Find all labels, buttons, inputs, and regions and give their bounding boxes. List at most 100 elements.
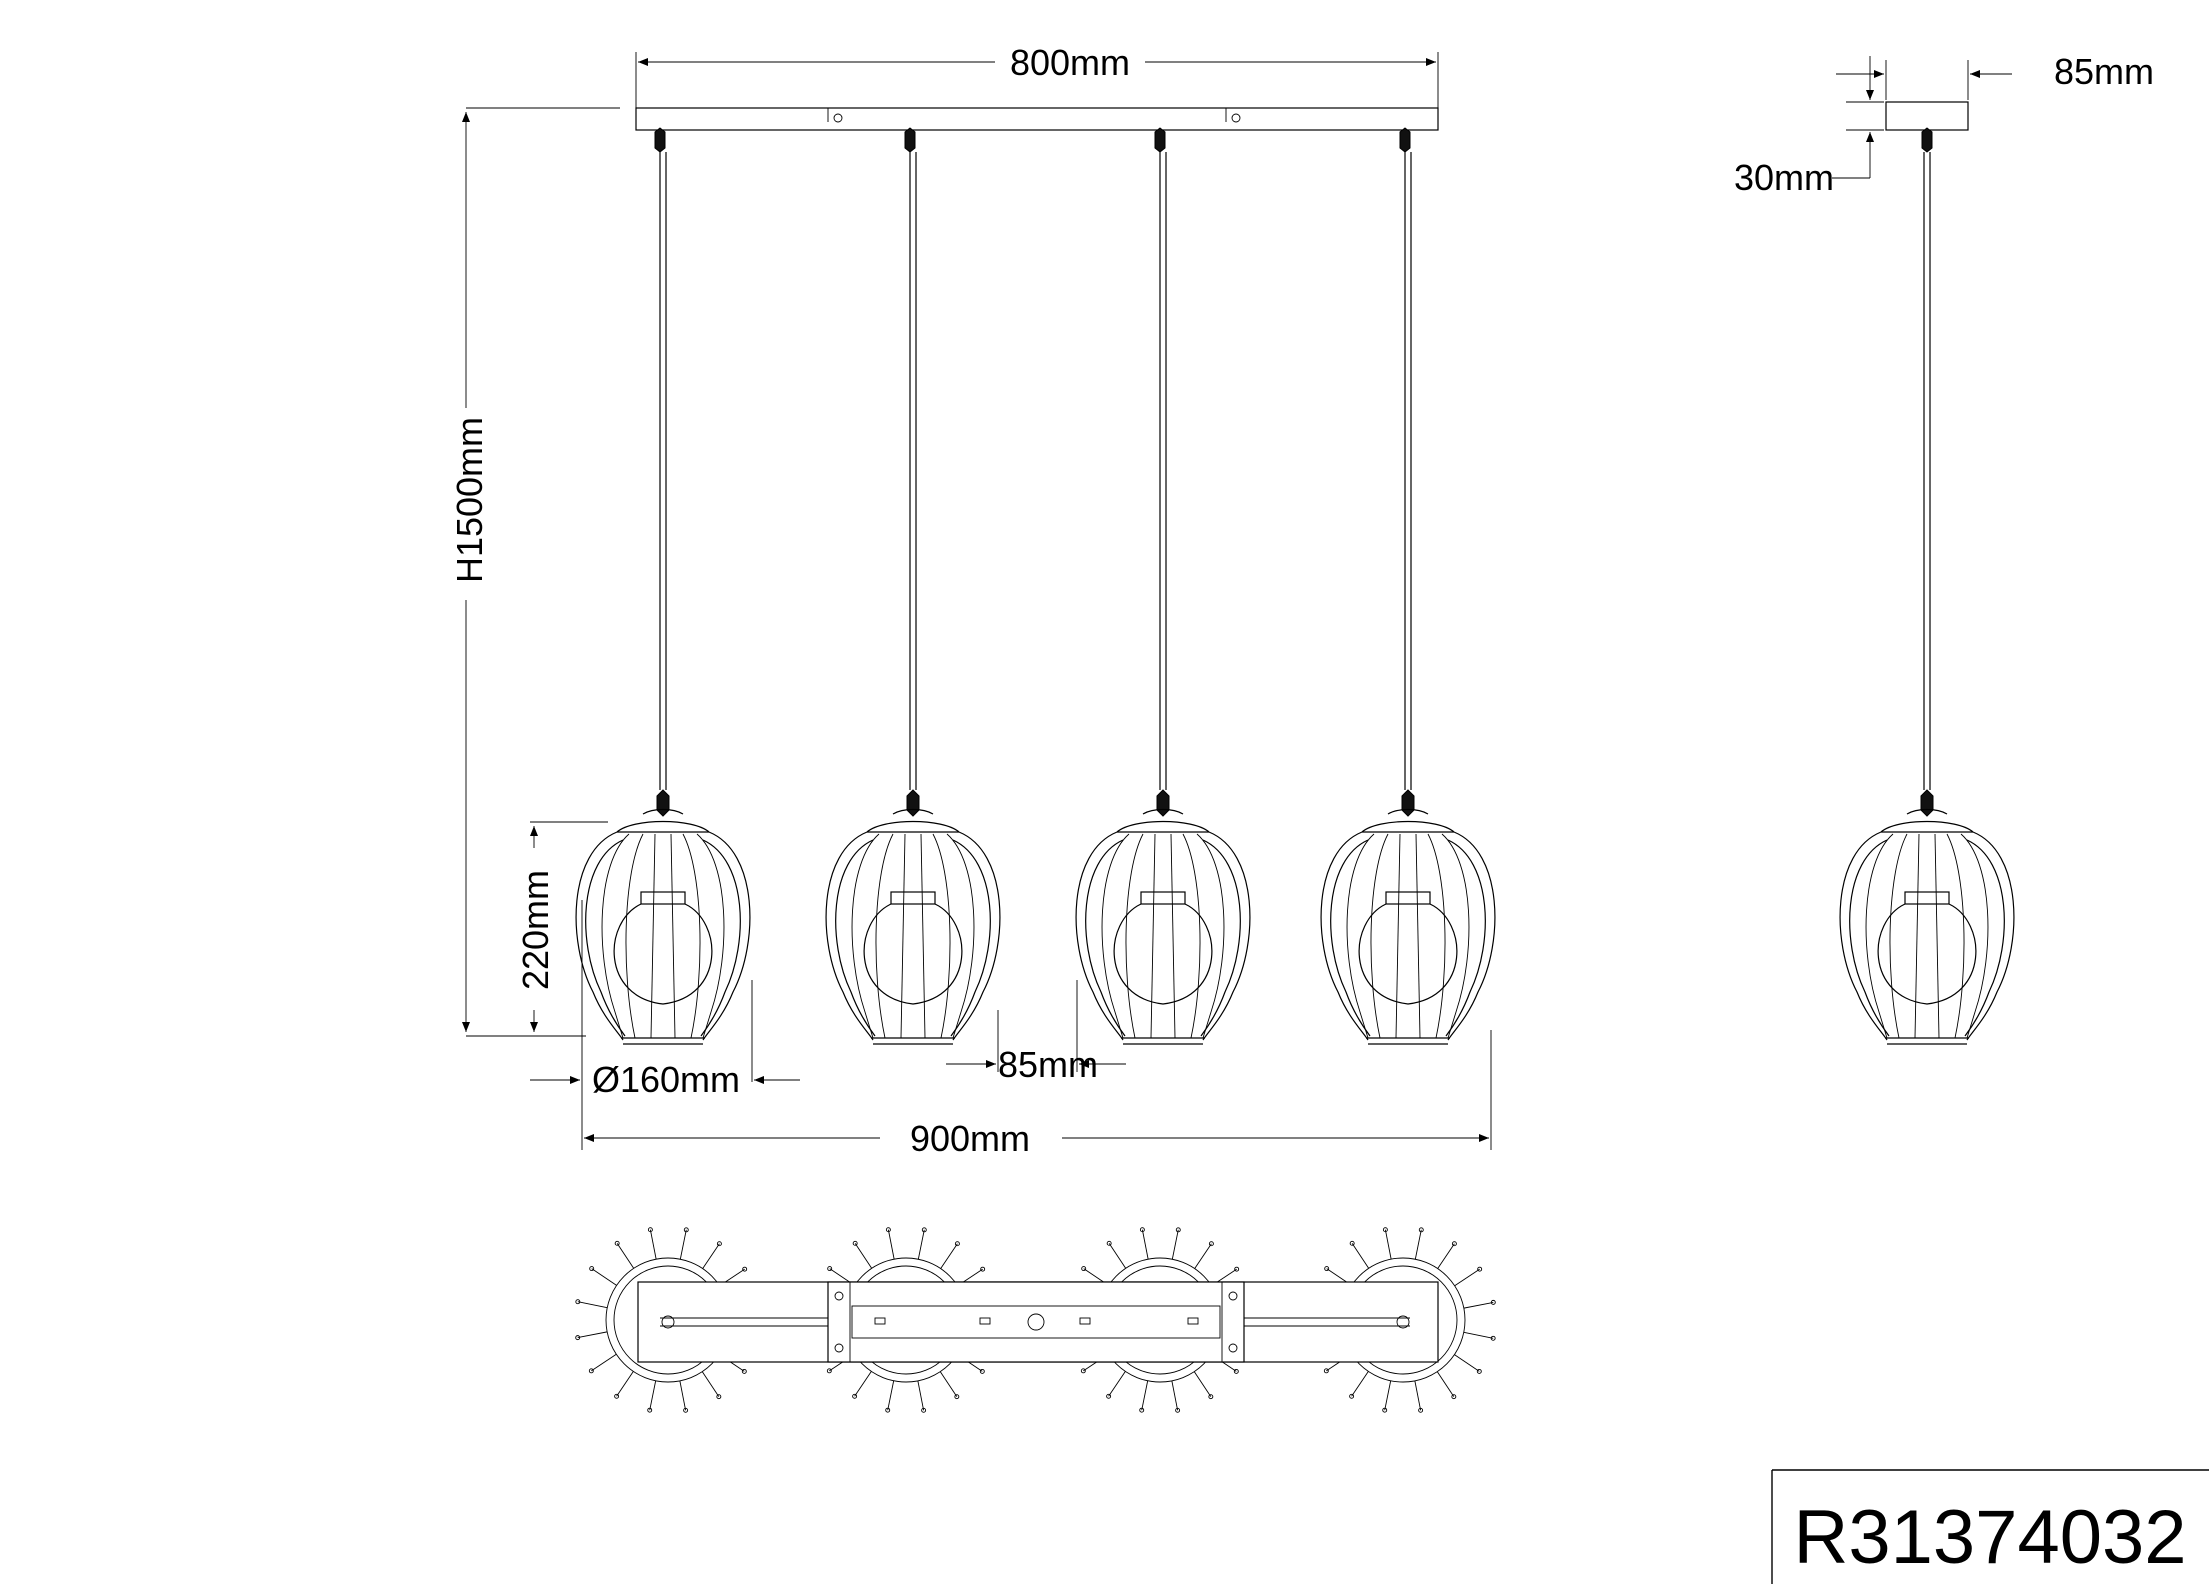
cage-rib-tip [1106,1393,1112,1399]
canopy-bar [635,107,1439,131]
cage-rib-tip [954,1394,960,1400]
top-view [575,1227,1496,1413]
cage-rib-ray [1141,1380,1149,1411]
cage-rib-tip [1175,1227,1181,1233]
cage-rib-tip [1382,1227,1388,1233]
shade-spacing-label: 85mm [998,1044,1098,1085]
cage-rib-tip [852,1393,858,1399]
cage-rib-tip [647,1227,653,1233]
dimension-shade-spacing: 85mm [946,980,1126,1085]
cage-rib-ray [1141,1229,1149,1260]
dimension-total-height: H1500mm [449,107,620,1037]
cage-rib-ray [702,1243,720,1269]
cage-rib-ray [1351,1371,1369,1397]
cage-rib-ray [917,1380,925,1411]
cage-rib-tip [1324,1266,1330,1272]
cage-rib-tip [716,1394,722,1400]
dimension-canopy-width: 85mm [1836,51,2154,100]
cage-rib-tip [921,1227,927,1233]
cage-rib-tip [1234,1266,1240,1272]
cage-rib-tip [575,1335,581,1341]
product-code-box: R31374032 [1771,1469,2209,1584]
cage-rib-ray [1171,1229,1179,1260]
dimension-total-width: 900mm [584,1030,1492,1159]
cage-rib-tip [741,1368,747,1374]
cage-rib-tip [826,1368,832,1374]
canopy-height-label: 30mm [1734,157,1834,198]
cage-rib-tip [885,1227,891,1233]
cage-rib-tip [647,1407,653,1413]
pendant-2 [825,127,1001,1045]
cage-rib-tip [716,1241,722,1247]
cage-rib-tip [683,1407,689,1413]
cage-rib-ray [1384,1380,1392,1411]
cage-rib-tip [1490,1299,1496,1305]
dimension-canopy-height: 30mm [1734,56,1884,198]
cage-rib-ray [1171,1380,1179,1411]
shade-height-label: 220mm [515,870,556,990]
cage-rib-ray [940,1243,958,1269]
cage-rib-tip [1477,1266,1483,1272]
cage-rib-tip [1081,1266,1087,1272]
cage-rib-ray [1384,1229,1392,1260]
cage-rib-ray [591,1353,617,1372]
cage-rib-ray [1194,1243,1212,1269]
cage-rib-tip [1080,1368,1086,1374]
product-code: R31374032 [1793,1495,2186,1580]
cage-rib-ray [1463,1331,1494,1339]
canopy-length-label: 800mm [1010,42,1130,83]
cage-rib-ray [591,1268,617,1286]
cage-rib-tip [1233,1368,1239,1374]
cage-rib-tip [589,1266,595,1272]
cage-rib-tip [1349,1393,1355,1399]
cage-rib-ray [616,1243,635,1269]
cage-rib-tip [1451,1394,1457,1400]
dimension-shade-diameter: Ø160mm [530,900,800,1150]
cage-rib-ray [1437,1243,1455,1269]
cage-rib-tip [980,1266,986,1272]
pendant-4 [1320,127,1496,1045]
cage-rib-ray [1454,1268,1480,1287]
cage-rib-tip [575,1299,581,1305]
cage-rib-tip [1139,1407,1145,1413]
shade-diameter-label: Ø160mm [592,1059,740,1100]
cage-rib-tip [921,1407,927,1413]
cage-rib-ray [1193,1371,1212,1397]
pendant-3 [1075,127,1251,1045]
cage-rib-tip [1323,1368,1329,1374]
cage-rib-ray [1436,1371,1455,1397]
cage-rib-tip [954,1241,960,1247]
cage-rib-ray [887,1229,895,1260]
cage-rib-tip [827,1266,833,1272]
cage-rib-tip [1418,1407,1424,1413]
dimension-shade-height: 220mm [515,821,608,1032]
cage-rib-tip [1349,1240,1355,1246]
cage-rib-ray [701,1371,720,1397]
cage-rib-tip [1106,1240,1112,1246]
cage-rib-ray [1463,1301,1494,1309]
cage-rib-tip [1208,1241,1214,1247]
cage-rib-tip [1490,1335,1496,1341]
cage-rib-ray [887,1380,895,1411]
cage-rib-ray [649,1380,657,1411]
cage-rib-tip [614,1393,620,1399]
total-width-label: 900mm [910,1118,1030,1159]
cage-rib-tip [1139,1227,1145,1233]
cage-rib-ray [854,1371,872,1397]
cage-rib-ray [1414,1380,1422,1411]
cage-rib-tip [852,1240,858,1246]
cage-rib-tip [885,1407,891,1413]
cage-rib-ray [1414,1229,1422,1260]
side-view [1839,101,2015,1045]
cage-rib-tip [1451,1241,1457,1247]
cage-rib-ray [939,1371,958,1397]
cage-rib-ray [679,1229,687,1260]
total-height-label: H1500mm [449,417,490,583]
pendant-1 [575,127,751,1045]
cage-rib-tip [588,1368,594,1374]
cage-rib-ray [1351,1243,1370,1269]
cage-rib-ray [577,1331,608,1339]
cage-rib-ray [1108,1243,1127,1269]
cage-rib-ray [679,1380,687,1411]
